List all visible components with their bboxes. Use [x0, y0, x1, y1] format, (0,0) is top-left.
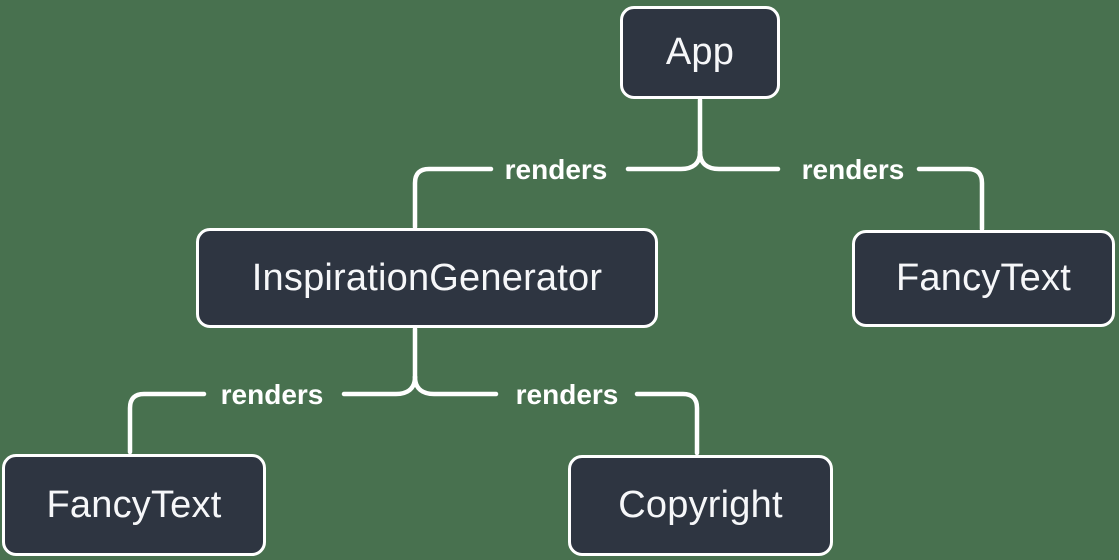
- edge-label-app-inspirationgenerator: renders: [504, 154, 608, 185]
- node-inspiration-generator: InspirationGenerator: [196, 228, 658, 328]
- edge-inspirationgenerator-copyright-line-2: [634, 391, 700, 456]
- node-inspiration-generator-label: InspirationGenerator: [251, 256, 603, 299]
- edge-label-inspirationgenerator-fancytext: renders: [220, 379, 324, 410]
- edge-app-fancytext-line-2: [916, 166, 985, 232]
- edge-inspirationgenerator-fancytext-line-2: [127, 391, 207, 455]
- node-app-label: App: [665, 31, 735, 73]
- node-copyright: Copyright: [568, 455, 833, 556]
- node-fancy-text-top: FancyText: [852, 230, 1115, 327]
- edge-app-inspirationgenerator-line-2: [412, 166, 494, 230]
- node-fancy-text-bottom-label: FancyText: [46, 483, 222, 526]
- node-app: App: [620, 6, 780, 99]
- node-fancy-text-top-label: FancyText: [896, 257, 1071, 299]
- edge-app-inspirationgenerator-line: [625, 149, 703, 172]
- edge-inspirationgenerator-copyright-line: [412, 374, 499, 397]
- edge-label-inspirationgenerator-copyright: renders: [515, 379, 619, 410]
- node-fancy-text-bottom: FancyText: [2, 454, 266, 556]
- edge-label-app-fancytext: renders: [801, 154, 905, 185]
- node-copyright-label: Copyright: [618, 484, 783, 526]
- edge-app-fancytext-line: [697, 149, 781, 172]
- edge-inspirationgenerator-fancytext-line: [341, 374, 418, 397]
